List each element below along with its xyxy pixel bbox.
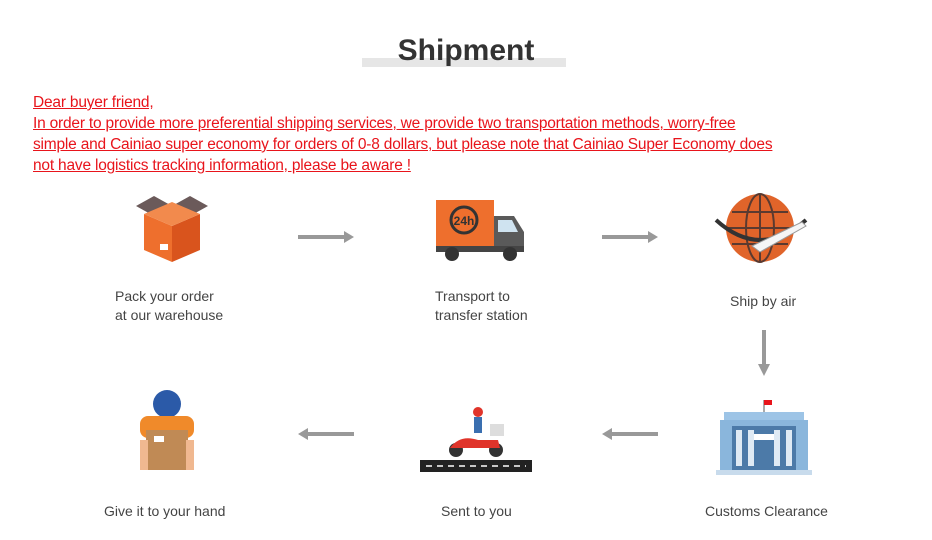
truck-badge: 24h (454, 214, 475, 228)
box-icon (136, 196, 208, 262)
notice-line: In order to provide more preferential sh… (33, 115, 736, 132)
title-underline (362, 58, 566, 67)
arrow-left-icon (602, 428, 658, 440)
step-hand-label: Give it to your hand (104, 503, 226, 519)
building-icon (716, 400, 812, 475)
scooter-icon (420, 407, 532, 472)
truck-icon: 24h (436, 200, 524, 261)
globe-plane-icon (714, 193, 808, 263)
notice-line: not have logistics tracking information,… (33, 157, 411, 174)
notice-line: simple and Cainiao super economy for ord… (33, 136, 773, 153)
arrow-down-icon (758, 330, 770, 376)
arrow-left-icon (298, 428, 354, 440)
step-sent-label: Sent to you (441, 503, 512, 519)
step-customs-label: Customs Clearance (705, 503, 828, 519)
arrow-right-icon (298, 231, 354, 243)
arrow-right-icon (602, 231, 658, 243)
notice-text: Dear buyer friend, In order to provide m… (33, 92, 913, 176)
courier-icon (140, 390, 194, 470)
notice-line: Dear buyer friend, (33, 94, 154, 111)
step-air-label: Ship by air (730, 293, 797, 309)
page-title: Shipment (397, 34, 535, 67)
